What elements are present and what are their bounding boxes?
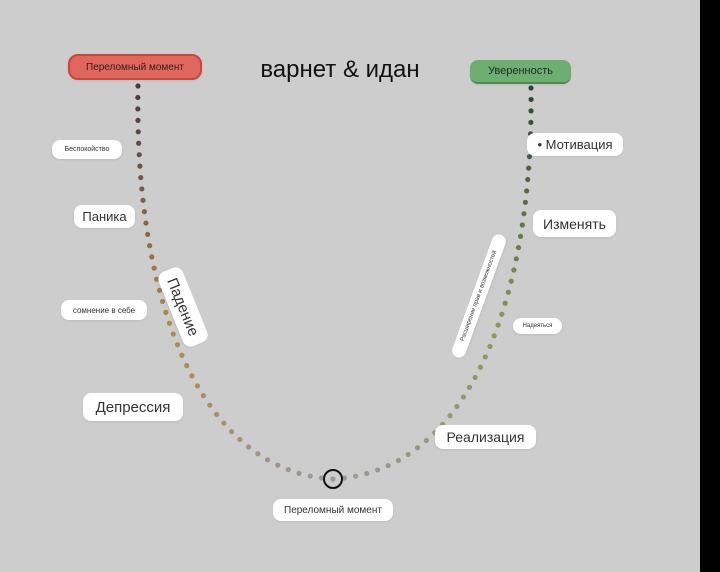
black-edge-strip	[700, 0, 720, 572]
label-hope: Надеяться	[513, 318, 562, 334]
curve-dot	[454, 403, 460, 410]
curve-dot	[528, 85, 534, 91]
curve-dot	[139, 186, 145, 192]
curve-dot	[515, 244, 522, 251]
label-realization: Реализация	[435, 425, 536, 449]
curve-dot	[136, 140, 142, 146]
diagram-title: варнет & идан	[260, 56, 420, 83]
curve-dot	[151, 265, 157, 271]
curve-dot	[189, 373, 195, 379]
curve-dot	[179, 352, 185, 358]
curve-dot	[423, 437, 429, 444]
label-depression: Депрессия	[83, 393, 183, 421]
curve-dot	[495, 322, 501, 328]
curve-dot	[229, 429, 235, 435]
curve-dot	[487, 343, 493, 350]
curve-dot	[200, 393, 207, 399]
curve-dot	[528, 108, 534, 114]
label-panic: Паника	[74, 205, 135, 228]
turning-point-bottom-label: Переломный момент	[273, 499, 393, 521]
curve-dot	[135, 117, 141, 123]
curve-dot	[526, 154, 533, 160]
curve-dot	[213, 411, 220, 417]
curve-dot	[149, 254, 155, 260]
curve-dot	[307, 473, 313, 479]
curve-dot	[145, 231, 151, 237]
curve-dot	[138, 174, 144, 181]
curve-dot	[143, 220, 149, 226]
curve-dot	[318, 475, 325, 481]
curve-dot	[221, 420, 227, 426]
curve-dot	[137, 163, 143, 169]
curve-dot	[237, 436, 243, 443]
curve-dot	[508, 278, 514, 284]
curve-dot	[364, 470, 370, 477]
curve-dot	[170, 331, 176, 337]
curve-dot	[135, 106, 141, 112]
curve-dot	[482, 354, 488, 360]
curve-dot	[136, 152, 142, 158]
curve-dot	[447, 413, 453, 419]
curve-dot	[385, 462, 391, 469]
curve-dot	[341, 475, 347, 481]
curve-dot	[414, 445, 421, 451]
curve-dot	[194, 383, 201, 389]
curve-dot	[525, 176, 531, 183]
curve-dot	[135, 94, 141, 101]
curve-dot	[246, 444, 252, 450]
curve-dot	[521, 211, 527, 217]
curve-dot	[166, 320, 173, 326]
label-worry: Беспокойство	[52, 140, 122, 159]
curve-dot	[159, 298, 166, 305]
curve-dot	[285, 467, 291, 473]
curve-dot	[140, 197, 146, 203]
curve-dot	[405, 451, 411, 458]
curve-dot	[395, 457, 401, 463]
curve-dot	[517, 233, 524, 239]
curve-dot	[375, 467, 381, 473]
curve-dot	[477, 364, 484, 370]
curve-dot	[275, 462, 281, 468]
turning-point-top-pill: Переломный момент	[68, 54, 202, 80]
turning-point-marker	[323, 469, 343, 489]
curve-dot	[526, 165, 532, 171]
curve-dot	[524, 188, 530, 194]
curve-dot	[352, 473, 359, 479]
label-self-doubt: сомнение в себе	[61, 300, 147, 320]
curve-dot	[472, 374, 478, 381]
curve-dot	[207, 402, 213, 408]
label-motivation: • Мотивация	[527, 133, 623, 156]
curve-dot	[519, 222, 525, 228]
curve-dot	[135, 129, 141, 135]
curve-dot	[135, 83, 141, 89]
curve-dot	[296, 470, 302, 476]
curve-dot	[330, 476, 336, 482]
curve-dot	[466, 384, 473, 390]
curve-dot	[174, 342, 181, 348]
curve-dot	[147, 243, 153, 249]
curve-dot	[163, 309, 169, 315]
label-change: Изменять	[533, 210, 616, 237]
curve-dot	[499, 311, 505, 317]
curve-dot	[141, 209, 147, 215]
curve-dot	[505, 289, 511, 295]
curve-dot	[522, 199, 528, 205]
curve-dot	[460, 394, 467, 400]
curve-dot	[511, 267, 517, 273]
curve-dot	[491, 333, 497, 339]
curve-dot	[528, 119, 534, 125]
curve-dot	[264, 457, 271, 463]
confidence-pill: Уверенность	[470, 60, 571, 84]
curve-dot	[513, 256, 519, 262]
curve-dot	[255, 451, 261, 457]
curve-dot	[528, 96, 534, 103]
curve-dot	[184, 363, 190, 369]
curve-dot	[502, 300, 508, 306]
